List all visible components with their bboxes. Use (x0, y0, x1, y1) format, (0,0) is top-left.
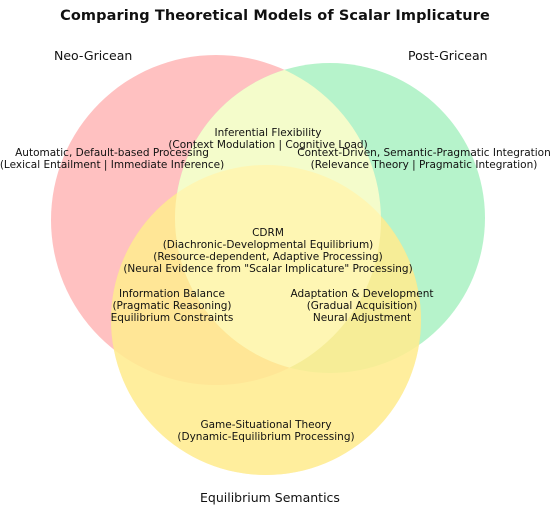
neo-eq-region: Information Balance (Pragmatic Reasoning… (111, 288, 234, 324)
region-line: (Pragmatic Reasoning) (112, 300, 232, 312)
region-line: (Lexical Entailment | Immediate Inferenc… (0, 159, 225, 171)
region-line: Information Balance (118, 288, 225, 300)
neo-post-region: Inferential Flexibility (Context Modulat… (168, 127, 367, 151)
region-line: (Gradual Acquisition) (306, 300, 418, 312)
region-line: Inferential Flexibility (214, 127, 322, 139)
region-line: Neural Adjustment (312, 312, 412, 324)
region-line: (Neural Evidence from "Scalar Implicatur… (123, 263, 413, 275)
region-line: (Context Modulation | Cognitive Load) (168, 139, 368, 151)
region-line: (Diachronic-Developmental Equilibrium) (162, 239, 374, 251)
equilibrium-overlay (111, 165, 421, 475)
center-region: CDRM (Diachronic-Developmental Equilibri… (123, 227, 412, 275)
region-line: (Resource-dependent, Adaptive Processing… (153, 251, 383, 263)
diagram-title: Comparing Theoretical Models of Scalar I… (60, 8, 490, 24)
region-line: Automatic, Default-based Processing (15, 147, 209, 159)
eq-only-region: Game-Situational Theory (Dynamic-Equilib… (177, 419, 354, 443)
region-line: Game-Situational Theory (200, 419, 332, 431)
neo-only-region: Automatic, Default-based Processing (Lex… (0, 147, 224, 171)
region-line: CDRM (252, 227, 284, 239)
post-only-region: Context-Driven, Semantic-Pragmatic Integ… (297, 147, 550, 171)
region-line: Adaptation & Development (290, 288, 434, 300)
region-line: (Relevance Theory | Pragmatic Integratio… (310, 159, 538, 171)
post-gricean-label: Post-Gricean (408, 48, 488, 63)
neo-gricean-label: Neo-Gricean (54, 48, 133, 63)
region-line: Equilibrium Constraints (110, 312, 234, 324)
region-line: Context-Driven, Semantic-Pragmatic Integ… (297, 147, 550, 159)
region-line: (Dynamic-Equilibrium Processing) (177, 431, 355, 443)
post-eq-region: Adaptation & Development (Gradual Acquis… (291, 288, 434, 324)
equilibrium-semantics-label: Equilibrium Semantics (200, 490, 340, 505)
